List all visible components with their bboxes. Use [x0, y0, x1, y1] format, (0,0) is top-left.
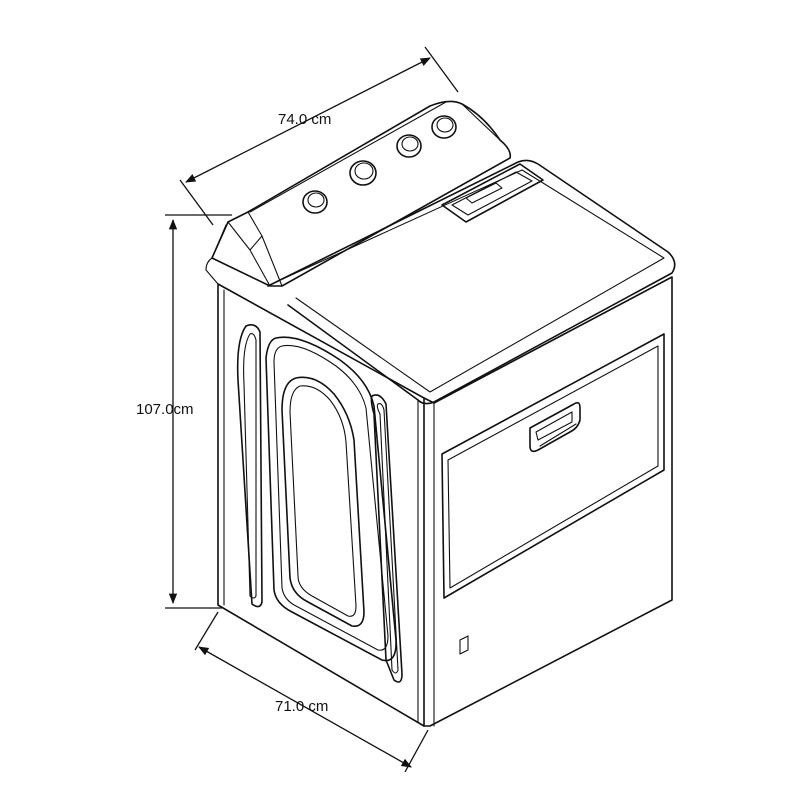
- door-outer-frame: [265, 336, 397, 662]
- knob-4[interactable]: [431, 115, 457, 139]
- knob-3[interactable]: [396, 134, 422, 158]
- console-outline: [211, 100, 512, 287]
- side-panel: [423, 276, 673, 727]
- height-dimension: 107.0cm: [136, 214, 232, 609]
- front-door[interactable]: [265, 336, 397, 662]
- front-panel: [217, 283, 425, 727]
- knob-1[interactable]: [302, 190, 328, 214]
- width-dimension: 74.0 cm: [179, 46, 459, 226]
- width-label: 74.0 cm: [278, 111, 331, 128]
- drawer-handle[interactable]: [529, 401, 581, 453]
- control-console: [211, 100, 512, 287]
- dryer-body: [205, 159, 676, 727]
- knob-2[interactable]: [349, 160, 377, 186]
- door-window: [281, 376, 365, 628]
- front-badge: [459, 635, 469, 655]
- height-label: 107.0cm: [136, 401, 194, 418]
- side-storage-drawer[interactable]: [441, 333, 665, 599]
- lint-filter-slot[interactable]: [441, 163, 544, 223]
- depth-label: 71.0 cm: [275, 698, 328, 715]
- top-lid: [267, 159, 676, 405]
- drawer-outer: [441, 333, 665, 599]
- front-right-trim: [370, 394, 403, 683]
- control-knobs[interactable]: [302, 115, 457, 214]
- front-left-trim: [236, 324, 263, 608]
- depth-dimension: 71.0 cm: [194, 611, 429, 773]
